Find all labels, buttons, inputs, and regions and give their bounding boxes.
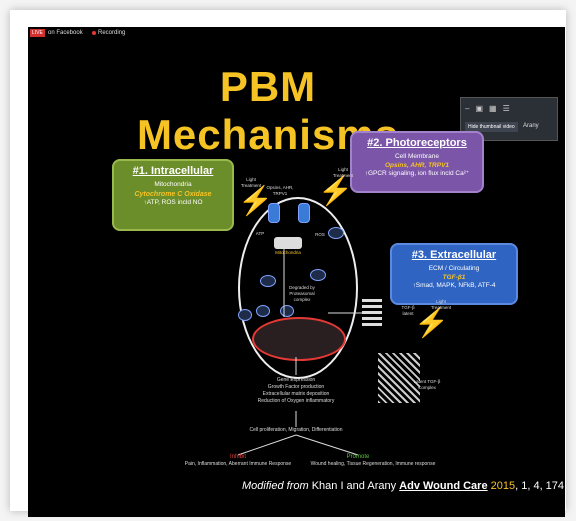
- latent-complex-icon: [378, 353, 420, 403]
- toolbar-icons: –▣▦☰: [465, 104, 516, 113]
- box1-line1: Mitochondria: [154, 180, 192, 188]
- opsin-receptor: [268, 203, 280, 223]
- latent-label: Latent TGF-β Complex: [413, 379, 441, 390]
- facebook-label: on Facebook: [48, 30, 83, 36]
- cell-outcomes: Cell proliferation, Migration, Different…: [249, 427, 343, 433]
- box3-line2: TGF-β1: [442, 273, 466, 281]
- light-bolt-icon-1: ⚡: [238, 185, 273, 216]
- box2-line2: Opsins, AHR, TRPV1: [384, 161, 450, 169]
- light-bolt-icon-3: ⚡: [414, 307, 449, 338]
- degraded-label: Degraded by Proteasomal complex: [289, 285, 315, 302]
- box3-line3: ↑Smad, MAPK, NFkB, ATF-4: [412, 282, 496, 290]
- mitochondria-icon: [274, 237, 302, 249]
- ros-label: ROS: [315, 232, 325, 237]
- light-label-2: Light Treatment: [332, 167, 354, 178]
- promote-label: Promote: [346, 454, 370, 460]
- nucleus: [252, 317, 346, 361]
- arrow-inhibit: [237, 434, 297, 456]
- promote-text: Wound healing, Tissue Regeneration, Immu…: [310, 461, 436, 467]
- inhibit-text: Pain, Inflammation, Aberrant Immune Resp…: [184, 461, 292, 467]
- box1-heading: #1. Intracellular: [132, 165, 214, 177]
- ca-node: [328, 227, 344, 239]
- recording-bar: LIVE on Facebook Recording: [28, 27, 565, 41]
- box1-line3: ↑ATP, ROS incld NO: [143, 199, 203, 207]
- record-icon: [92, 31, 96, 35]
- mito-label: Mitochondria: [275, 250, 301, 255]
- cell-outline: [238, 197, 358, 379]
- box2-line3: ↑GPCR signaling, ion flux incld Ca²⁺: [364, 170, 470, 178]
- hide-thumbnail-button[interactable]: Hide thumbnail video: [465, 122, 518, 132]
- box2-line1: Cell Membrane: [394, 152, 440, 160]
- box2-heading: #2. Photoreceptors: [367, 137, 467, 149]
- menu-icon[interactable]: ☰: [502, 104, 516, 113]
- citation: Modified from Khan I and Arany Adv Wound…: [242, 480, 564, 492]
- live-badge: LIVE: [30, 29, 45, 37]
- light-label-3: Light Treatment: [430, 299, 452, 310]
- extracellular-box: #3. Extracellular ECM / Circulating TGF-…: [390, 243, 518, 305]
- diagram-arrows: [237, 249, 382, 456]
- citation-authors: Khan I and Arany: [308, 480, 400, 492]
- output-lines: Gene Expression Growth Factor production…: [257, 377, 335, 404]
- pka-node: [256, 305, 270, 317]
- box1-line2: Cytochrome C Oxidase: [134, 190, 212, 198]
- participant-name: Arany: [523, 123, 539, 129]
- opsins-label: Opsins, AHR, TRPV1: [266, 185, 294, 196]
- tgf-label: TGF-β latent: [401, 305, 415, 316]
- window-frame: LIVE on Facebook Recording PBM Mechanism…: [10, 10, 566, 517]
- citation-rest: , 1, 4, 174: [515, 480, 565, 492]
- citation-year: 2015: [487, 480, 516, 492]
- minimize-icon[interactable]: –: [465, 104, 476, 113]
- trpv1-receptor: [298, 203, 310, 223]
- arrow-promote: [295, 434, 359, 456]
- light-bolt-icon-2: ⚡: [318, 175, 353, 206]
- layout-icon[interactable]: ▣: [475, 104, 490, 113]
- photoreceptors-box: #2. Photoreceptors Cell Membrane Opsins,…: [350, 131, 484, 193]
- citation-journal: Adv Wound Care: [399, 480, 488, 492]
- grid-icon[interactable]: ▦: [489, 104, 503, 113]
- camp-node: [260, 275, 276, 287]
- box3-line1: ECM / Circulating: [428, 264, 480, 272]
- citation-modified: Modified from: [242, 480, 309, 492]
- box3-heading: #3. Extracellular: [411, 249, 497, 261]
- erk-node: [238, 309, 252, 321]
- recording-label: Recording: [98, 30, 126, 36]
- shared-screen: LIVE on Facebook Recording PBM Mechanism…: [28, 27, 565, 517]
- inhibit-label: Inhibit: [229, 454, 246, 460]
- intracellular-box: #1. Intracellular Mitochondria Cytochrom…: [112, 159, 234, 231]
- ros-node: [310, 269, 326, 281]
- light-label-1: Light Treatment: [240, 177, 262, 188]
- atp-label: ATP: [255, 231, 265, 236]
- slide-title: PBM Mechanisms: [136, 63, 400, 158]
